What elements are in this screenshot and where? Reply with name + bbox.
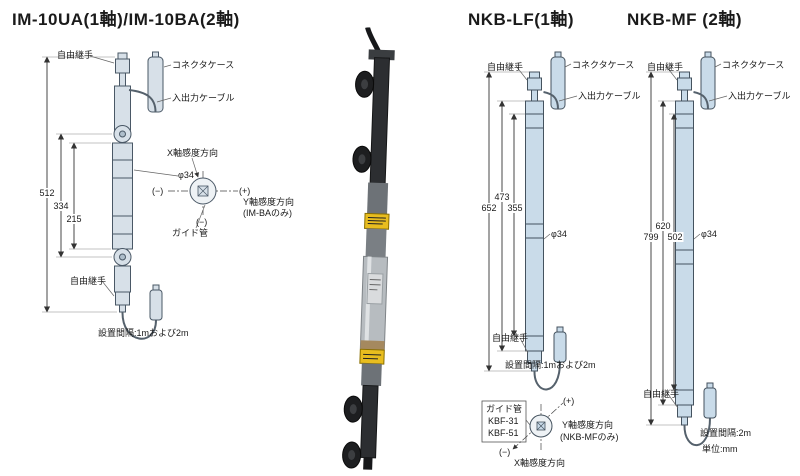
nkb-lf-plus-sign: (+): [563, 396, 575, 406]
nkb-lf-guide-model-2-label: KBF-51: [488, 428, 519, 438]
im-diameter-label: φ34: [178, 170, 194, 180]
nkb-lf-free-joint-top-label: 自由継手: [487, 62, 524, 72]
im-dim-215: 215: [65, 214, 83, 224]
im-minus-sign-bottom: (−): [196, 217, 208, 227]
nkb-lf-guide-tube-symbol: [481, 400, 564, 450]
im-plus-sign-right: (+): [239, 186, 251, 196]
nkb-mf-free-joint-top-label: 自由継手: [647, 62, 684, 72]
nkb-mf-extension-lines: [646, 71, 681, 426]
nkb-lf-y-axis-note-label: (NKB-MFのみ): [560, 432, 619, 442]
im-y-axis-note-label: (IM-BAのみ): [243, 208, 292, 218]
nkb-lf-y-axis-direction-label: Y軸感度方向: [562, 420, 614, 430]
im-leader-lines: [89, 55, 206, 297]
im-spacing-label: 設置間隔:1mおよび2m: [98, 328, 189, 338]
nkb-mf-dim-502: 502: [666, 232, 684, 242]
im-dim-512: 512: [38, 188, 56, 198]
nkb-lf-dim-355: 355: [506, 203, 524, 213]
im-device-drawing: [112, 51, 164, 340]
nkb-lf-leader-lines: [515, 63, 578, 426]
nkb-lf-device-drawing: [525, 51, 567, 391]
nkb-lf-free-joint-bottom-label: 自由継手: [492, 333, 529, 343]
im-minus-sign-left: (−): [152, 186, 164, 196]
im-io-cable-label: 入出力ケーブル: [172, 93, 235, 103]
nkb-lf-dim-652: 652: [480, 203, 498, 213]
im-extension-lines: [42, 56, 117, 313]
nkb-lf-dim-473: 473: [493, 192, 511, 202]
im-dim-334: 334: [52, 201, 70, 211]
title-nkb-lf: NKB-LF(1軸): [468, 10, 575, 29]
nkb-mf-dimension-lines: [647, 71, 678, 426]
im-y-axis-direction-label: Y軸感度方向: [243, 197, 295, 207]
nkb-lf-connector-case-label: コネクタケース: [572, 60, 635, 70]
nkb-lf-dimension-lines: [485, 71, 518, 372]
nkb-mf-connector-case-label: コネクタケース: [722, 60, 785, 70]
product-photo: [342, 26, 395, 470]
im-guide-tube-symbol: [168, 171, 238, 215]
nkb-lf-x-axis-direction-label: X軸感度方向: [514, 458, 566, 468]
nkb-mf-spacing-label: 設置間隔:2m: [700, 428, 752, 438]
im-dimension-lines: [43, 56, 78, 313]
nkb-lf-guide-tube-label: ガイド管: [486, 404, 523, 414]
title-nkb-mf: NKB-MF (2軸): [627, 10, 743, 29]
nkb-lf-minus-sign: (−): [499, 447, 511, 457]
nkb-mf-dim-620: 620: [654, 221, 672, 231]
im-free-joint-bottom-label: 自由継手: [70, 276, 107, 286]
nkb-mf-free-joint-bottom-label: 自由継手: [643, 389, 680, 399]
nkb-lf-spacing-label: 設置間隔:1mおよび2m: [505, 360, 596, 370]
nkb-lf-io-cable-label: 入出力ケーブル: [578, 91, 641, 101]
im-guide-tube-label: ガイド管: [172, 228, 209, 238]
im-x-axis-direction-label: X軸感度方向: [167, 148, 219, 158]
title-im: IM-10UA(1軸)/IM-10BA(2軸): [12, 10, 240, 29]
nkb-lf-diameter-label: φ34: [551, 229, 567, 239]
photo-warning-band: [359, 348, 385, 365]
nkb-mf-dim-799: 799: [642, 232, 660, 242]
nkb-lf-extension-lines: [484, 71, 531, 372]
im-free-joint-top-label: 自由継手: [57, 50, 94, 60]
nkb-mf-unit-label: 単位:mm: [702, 444, 738, 454]
nkb-lf-guide-model-1-label: KBF-31: [488, 416, 519, 426]
nkb-mf-leader-lines: [665, 63, 728, 409]
nkb-mf-device-drawing: [675, 51, 717, 447]
nkb-mf-io-cable-label: 入出力ケーブル: [728, 91, 791, 101]
im-connector-case-label: コネクタケース: [172, 60, 235, 70]
nkb-mf-diameter-label: φ34: [701, 229, 717, 239]
